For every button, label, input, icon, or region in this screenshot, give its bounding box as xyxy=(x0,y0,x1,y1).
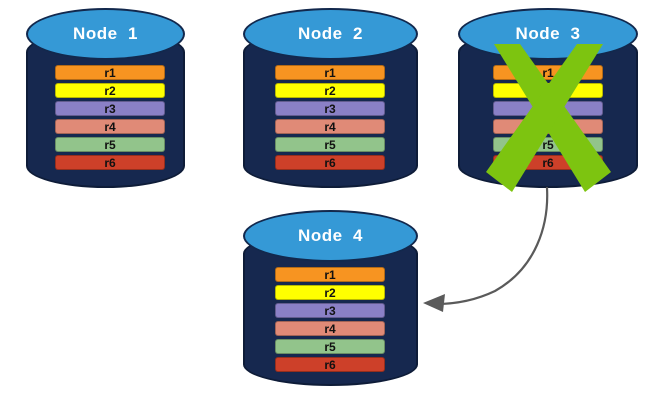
row-bar-r3[interactable]: r3 xyxy=(493,101,603,116)
node-4-rows: r1 r2 r3 r4 r5 r6 xyxy=(243,210,418,386)
row-bar-r6[interactable]: r6 xyxy=(493,155,603,170)
row-bar-r1[interactable]: r1 xyxy=(55,65,165,80)
row-bar-r1[interactable]: r1 xyxy=(493,65,603,80)
node-1-label: Node 1 xyxy=(73,24,138,43)
node-3-rows: r1 r2 r3 r4 r5 r6 xyxy=(458,8,638,188)
node-3[interactable]: Node 3 r1 r2 r3 r4 r5 r6 xyxy=(458,8,638,188)
node-2-cylinder-top xyxy=(243,8,418,60)
node-1-rows: r1 r2 r3 r4 r5 r6 xyxy=(26,8,185,188)
row-bar-r1[interactable]: r1 xyxy=(275,65,385,80)
node-4-cylinder-top xyxy=(243,210,418,262)
node-4[interactable]: Node 4 r1 r2 r3 r4 r5 r6 xyxy=(243,210,418,386)
node-2[interactable]: Node 2 r1 r2 r3 r4 r5 r6 xyxy=(243,8,418,188)
node-2-label: Node 2 xyxy=(298,24,363,43)
row-bar-r2[interactable]: r2 xyxy=(275,285,385,300)
row-bar-r2[interactable]: r2 xyxy=(275,83,385,98)
row-bar-r3[interactable]: r3 xyxy=(275,303,385,318)
arrowhead-icon xyxy=(423,294,445,312)
node-1[interactable]: Node 1 r1 r2 r3 r4 r5 r6 xyxy=(26,8,185,188)
row-bar-r2[interactable]: r2 xyxy=(55,83,165,98)
row-bar-r1[interactable]: r1 xyxy=(275,267,385,282)
node-4-label: Node 4 xyxy=(298,226,363,245)
row-bar-r4[interactable]: r4 xyxy=(493,119,603,134)
row-bar-r5[interactable]: r5 xyxy=(275,137,385,152)
row-bar-r5[interactable]: r5 xyxy=(275,339,385,354)
row-bar-r3[interactable]: r3 xyxy=(55,101,165,116)
node-1-cylinder-top xyxy=(26,8,185,60)
node-2-rows: r1 r2 r3 r4 r5 r6 xyxy=(243,8,418,188)
node-3-label: Node 3 xyxy=(515,24,581,43)
row-bar-r3[interactable]: r3 xyxy=(275,101,385,116)
row-bar-r5[interactable]: r5 xyxy=(55,137,165,152)
row-bar-r6[interactable]: r6 xyxy=(275,155,385,170)
row-bar-r4[interactable]: r4 xyxy=(275,321,385,336)
row-bar-r2[interactable]: r2 xyxy=(493,83,603,98)
row-bar-r5[interactable]: r5 xyxy=(493,137,603,152)
row-bar-r4[interactable]: r4 xyxy=(55,119,165,134)
row-bar-r6[interactable]: r6 xyxy=(55,155,165,170)
row-bar-r4[interactable]: r4 xyxy=(275,119,385,134)
row-bar-r6[interactable]: r6 xyxy=(275,357,385,372)
